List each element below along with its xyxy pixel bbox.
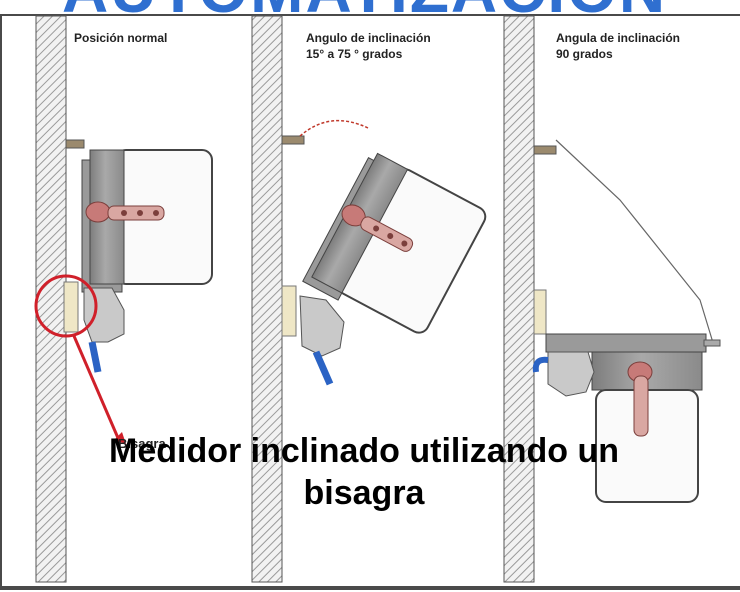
wall-1: [35, 15, 67, 583]
wall-bolt-3: [533, 145, 557, 155]
panel-angle-90: [503, 15, 721, 583]
seal-1: [85, 201, 111, 223]
panel-2-label-line2: 15° a 75 ° grados: [306, 47, 403, 61]
meter-base-3: [545, 333, 707, 353]
socket-block-1: [83, 287, 125, 343]
socket-block-2: [299, 295, 345, 357]
wall-3: [503, 15, 535, 583]
caption-line-1: Medidor inclinado utilizando un: [109, 432, 619, 470]
pipe-1: [88, 341, 102, 373]
panel-3-label-line2: 90 grados: [556, 47, 613, 61]
seal-strap-3: [633, 375, 649, 437]
hinge-2: [281, 285, 297, 337]
pipe-2: [312, 350, 334, 386]
panel-normal-position: [34, 15, 213, 583]
panel-angle-15-75: [251, 15, 487, 583]
wall-2: [251, 15, 283, 583]
rotation-arc-2: [299, 119, 369, 137]
hinge-3: [533, 289, 547, 335]
latch-3: [703, 339, 721, 347]
frame-left-border: [0, 14, 2, 590]
panel-1-label-line1: Posición normal: [74, 31, 168, 45]
wall-bolt-1: [65, 139, 85, 149]
hinge-1: [63, 281, 79, 333]
pipe-3: [532, 356, 549, 373]
panel-2-label: Angulo de inclinación 15° a 75 ° grados: [306, 30, 431, 62]
panel-2-label-line1: Angulo de inclinación: [306, 31, 431, 45]
hinge-callout-label: Bisagra: [118, 436, 166, 451]
panel-3-label-line1: Angula de inclinación: [556, 31, 681, 45]
frame-top-border: [0, 14, 740, 16]
hinge-callout-arrow: [72, 335, 120, 439]
socket-block-3: [547, 351, 595, 397]
frame-bottom-border: [0, 586, 740, 590]
support-cable-3: [555, 139, 715, 347]
tilted-meter-2: [302, 152, 487, 334]
hinge-callout-circle: [34, 274, 98, 338]
panel-3-label: Angula de inclinación 90 grados: [556, 30, 680, 62]
callout-arrowhead-icon: [114, 432, 126, 444]
panel-1-label: Posición normal: [74, 30, 167, 46]
caption-line-2: bisagra: [303, 474, 425, 512]
wall-bolt-2: [281, 135, 305, 145]
seal-strap-1: [107, 205, 165, 221]
